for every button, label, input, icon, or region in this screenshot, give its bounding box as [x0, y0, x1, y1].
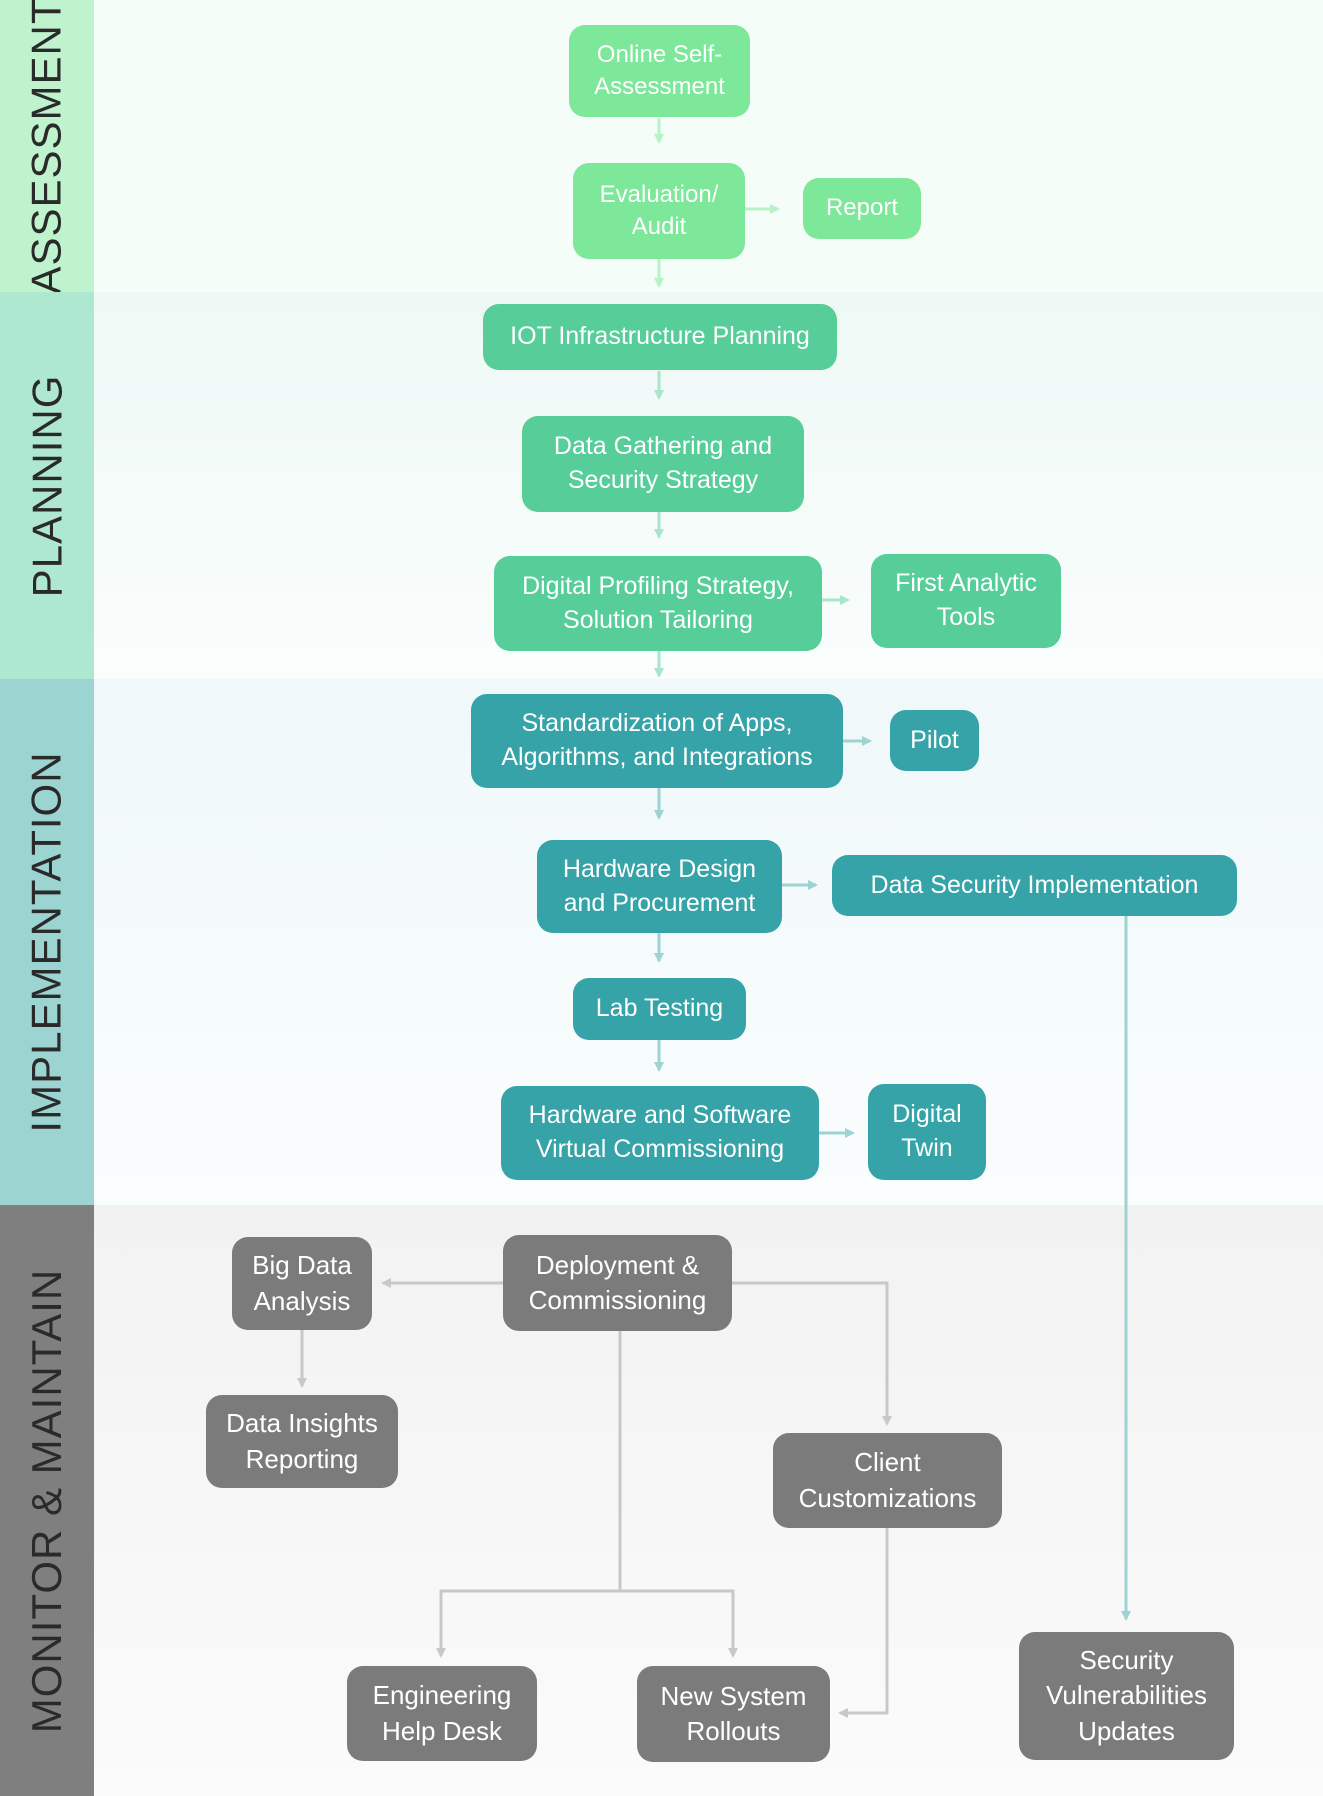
node-digital-twin: Digital Twin: [868, 1084, 986, 1180]
node-standardization: Standardization of Apps, Algorithms, and…: [471, 694, 843, 788]
node-pilot-label: Pilot: [910, 725, 959, 754]
node-engineering-help-desk-label: Engineering Help Desk: [372, 1680, 512, 1746]
node-big-data-analysis-label: Big Data Analysis: [252, 1250, 352, 1316]
node-data-insights-reporting-label: Data Insights Reporting: [226, 1408, 378, 1474]
node-digital-profiling: Digital Profiling Strategy, Solution Tai…: [494, 556, 822, 651]
arrow-deploy-to-helpdesk: [436, 1330, 622, 1658]
node-digital-twin-label: Digital Twin: [892, 1100, 962, 1162]
band-implementation-label-panel: IMPLEMENTATION: [0, 679, 94, 1205]
node-data-gathering-label: Data Gathering and Security Strategy: [553, 432, 773, 494]
node-deployment-commissioning: Deployment & Commissioning: [503, 1235, 732, 1331]
arrow-client-to-rollouts: [838, 1528, 889, 1718]
node-report: Report: [803, 178, 921, 239]
node-hardware-design: Hardware Design and Procurement: [537, 840, 782, 933]
node-data-insights-reporting: Data Insights Reporting: [206, 1395, 398, 1488]
arrow-deploy-to-rollouts: [620, 1589, 738, 1658]
arrow-deploy-to-client: [732, 1281, 892, 1426]
node-lab-testing: Lab Testing: [573, 978, 746, 1040]
node-client-customizations-label: Client Customizations: [798, 1447, 977, 1513]
node-security-vulnerabilities-updates: Security Vulnerabilities Updates: [1019, 1632, 1234, 1760]
node-report-label: Report: [825, 194, 899, 222]
node-security-vulnerabilities-updates-label: Security Vulnerabilities Updates: [1046, 1645, 1207, 1746]
node-lab-testing-label: Lab Testing: [595, 994, 724, 1023]
node-evaluation-audit: Evaluation/ Audit: [573, 163, 745, 259]
node-deployment-commissioning-label: Deployment & Commissioning: [528, 1249, 707, 1315]
node-evaluation-audit-label: Evaluation/ Audit: [599, 180, 719, 240]
node-virtual-commissioning-label: Hardware and Software Virtual Commission…: [528, 1101, 792, 1163]
node-big-data-analysis: Big Data Analysis: [232, 1237, 372, 1330]
node-virtual-commissioning: Hardware and Software Virtual Commission…: [501, 1086, 819, 1180]
node-first-analytic-tools-label: First Analytic Tools: [895, 569, 1037, 631]
node-pilot: Pilot: [890, 710, 979, 771]
band-planning-label-panel: PLANNING: [0, 292, 94, 679]
node-data-security-implementation-label: Data Security Implementation: [870, 870, 1199, 899]
node-data-gathering: Data Gathering and Security Strategy: [522, 416, 804, 512]
node-data-security-implementation: Data Security Implementation: [832, 855, 1237, 916]
node-engineering-help-desk: Engineering Help Desk: [347, 1666, 537, 1761]
node-first-analytic-tools: First Analytic Tools: [871, 554, 1061, 648]
band-monitor-label-panel: MONITOR & MAINTAIN: [0, 1205, 94, 1796]
node-iot-infrastructure-planning: IOT Infrastructure Planning: [483, 304, 837, 370]
node-digital-profiling-label: Digital Profiling Strategy, Solution Tai…: [522, 571, 794, 634]
node-standardization-label: Standardization of Apps, Algorithms, and…: [501, 709, 813, 771]
node-new-system-rollouts-label: New System Rollouts: [660, 1680, 807, 1746]
node-online-self-assessment-label: Online Self- Assessment: [594, 40, 725, 100]
node-hardware-design-label: Hardware Design and Procurement: [562, 854, 757, 917]
band-assessment-label-panel: ASSESSMENT: [0, 0, 94, 295]
node-client-customizations: Client Customizations: [773, 1433, 1002, 1528]
node-online-self-assessment: Online Self- Assessment: [569, 25, 750, 117]
node-iot-infrastructure-planning-label: IOT Infrastructure Planning: [510, 322, 810, 351]
node-new-system-rollouts: New System Rollouts: [637, 1666, 830, 1762]
